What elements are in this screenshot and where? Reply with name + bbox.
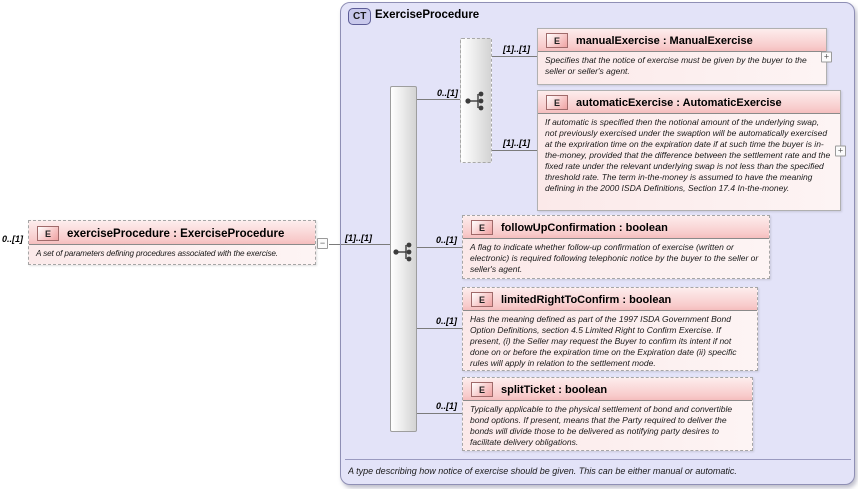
connector-automaticExercise <box>492 150 537 151</box>
element-annotation: Has the meaning defined as part of the 1… <box>463 310 757 370</box>
element-annotation: A set of parameters defining procedures … <box>29 244 315 264</box>
connector-root <box>329 244 342 245</box>
element-icon: E <box>471 292 493 307</box>
sequence-icon <box>392 242 411 262</box>
element-title: exerciseProcedure : ExerciseProcedure <box>67 227 285 240</box>
splitTicket-cardinality: 0..[1] <box>436 401 458 411</box>
element-header: E limitedRightToConfirm : boolean <box>463 288 757 310</box>
expand-icon[interactable]: + <box>835 145 846 156</box>
element-automaticExercise[interactable]: E automaticExercise : AutomaticExercise … <box>537 90 846 211</box>
element-splitTicket[interactable]: E splitTicket : boolean Typically applic… <box>462 377 753 451</box>
element-annotation: Specifies that the notice of exercise mu… <box>538 51 826 84</box>
element-header: E followUpConfirmation : boolean <box>463 216 769 238</box>
element-manualExercise[interactable]: E manualExercise : ManualExercise Specif… <box>537 28 832 85</box>
element-title: limitedRightToConfirm : boolean <box>501 293 672 306</box>
connector-manualExercise <box>492 56 537 57</box>
element-title: automaticExercise : AutomaticExercise <box>576 96 782 109</box>
element-annotation: If automatic is specified then the notio… <box>538 113 840 210</box>
element-icon: E <box>37 226 59 241</box>
element-annotation: A flag to indicate whether follow-up con… <box>463 238 769 278</box>
element-header: E automaticExercise : AutomaticExercise <box>538 91 840 113</box>
expand-icon[interactable]: + <box>821 51 832 62</box>
minus-glyph: − <box>319 238 326 248</box>
connector-limitedRightToConfirm <box>417 328 462 329</box>
element-header: E exerciseProcedure : ExerciseProcedure <box>29 221 315 244</box>
connector-sequence <box>341 244 390 245</box>
element-title: manualExercise : ManualExercise <box>576 34 753 47</box>
collapse-icon[interactable]: − <box>317 238 328 249</box>
plus-glyph: + <box>823 51 830 61</box>
element-exerciseProcedure[interactable]: E exerciseProcedure : ExerciseProcedure … <box>28 220 316 265</box>
manualExercise-cardinality: [1]..[1] <box>503 44 530 54</box>
element-followUpConfirmation[interactable]: E followUpConfirmation : boolean A flag … <box>462 215 770 279</box>
element-limitedRightToConfirm[interactable]: E limitedRightToConfirm : boolean Has th… <box>462 287 758 371</box>
limitedRightToConfirm-cardinality: 0..[1] <box>436 316 458 326</box>
element-title: splitTicket : boolean <box>501 383 608 396</box>
element-title: followUpConfirmation : boolean <box>501 221 668 234</box>
connector-splitTicket <box>417 413 462 414</box>
choice-cardinality: 0..[1] <box>437 88 459 98</box>
choice-compositor <box>460 38 492 163</box>
element-icon: E <box>471 382 493 397</box>
footer-divider <box>345 459 851 460</box>
complextype-annotation: A type describing how notice of exercise… <box>348 466 737 476</box>
connector-followUpConfirmation <box>417 247 462 248</box>
element-icon: E <box>471 220 493 235</box>
element-header: E manualExercise : ManualExercise <box>538 29 826 51</box>
element-annotation: Typically applicable to the physical set… <box>463 400 752 450</box>
complextype-title: ExerciseProcedure <box>375 9 480 21</box>
automaticExercise-cardinality: [1]..[1] <box>503 138 530 148</box>
element-header: E splitTicket : boolean <box>463 378 752 400</box>
sequence-compositor <box>390 86 417 432</box>
root-cardinality: 0..[1] <box>2 234 24 244</box>
element-icon: E <box>546 95 568 110</box>
choice-icon <box>465 91 484 111</box>
sequence-cardinality: [1]..[1] <box>345 233 372 243</box>
element-icon: E <box>546 33 568 48</box>
connector-choice <box>417 99 460 100</box>
followUpConfirmation-cardinality: 0..[1] <box>436 235 458 245</box>
plus-glyph: + <box>837 145 844 155</box>
complextype-icon: CT <box>348 8 372 25</box>
